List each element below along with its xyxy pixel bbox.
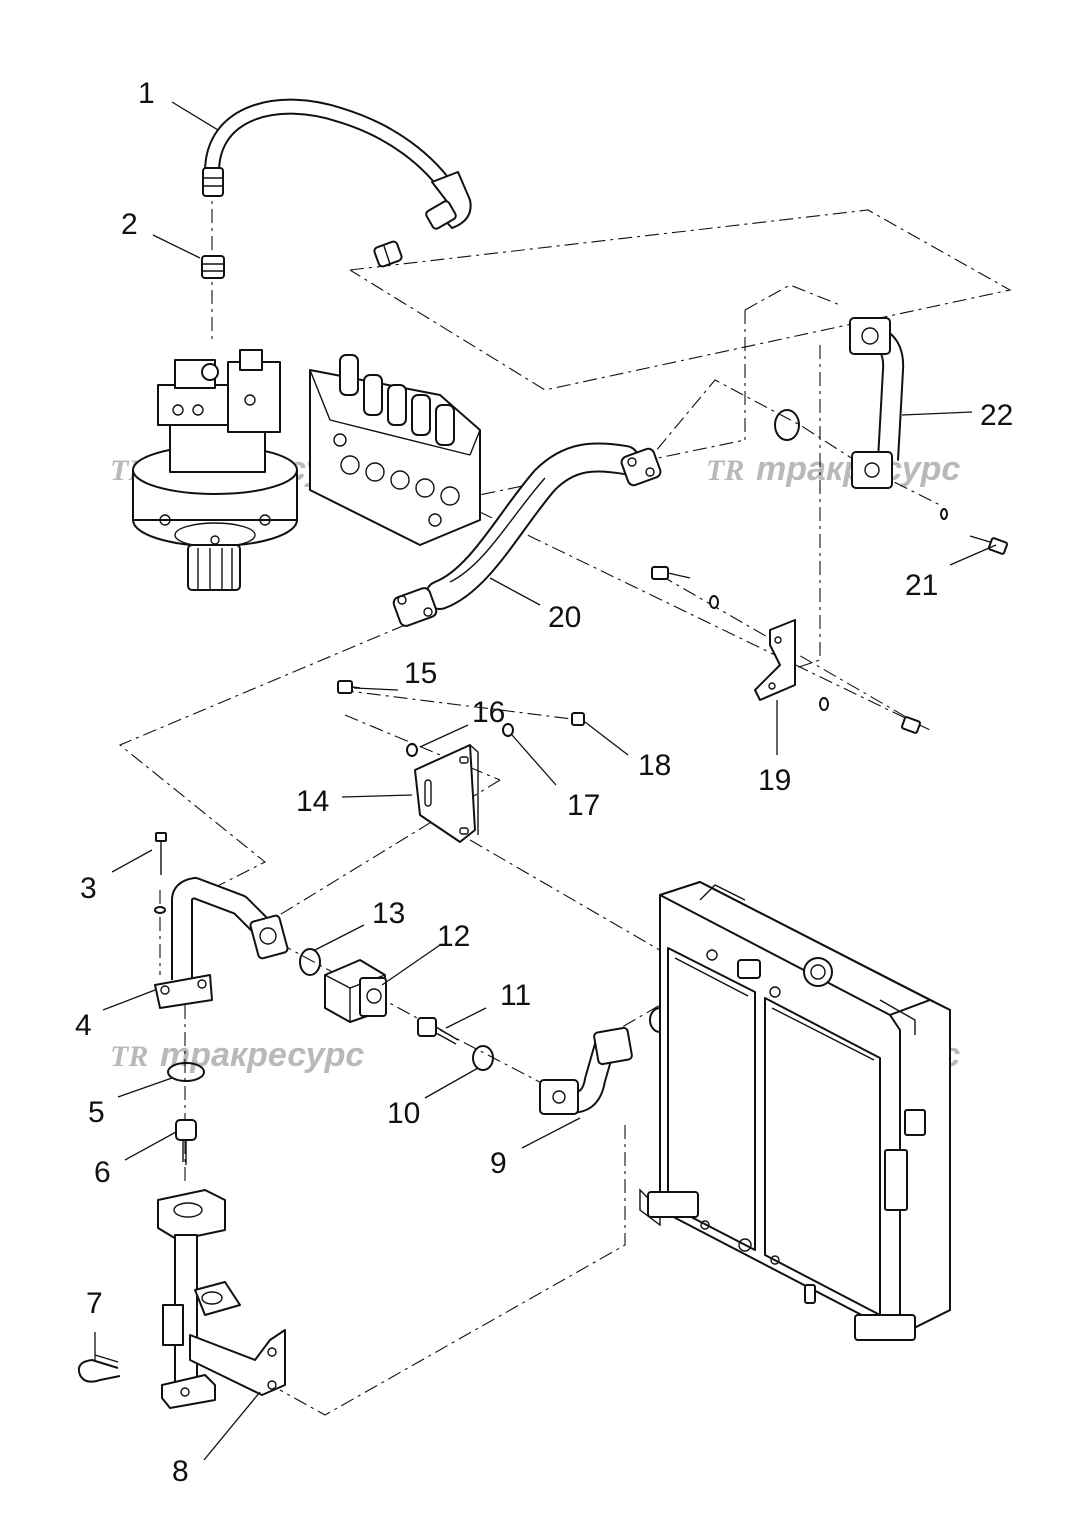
watermark-bottom-left: TR тракресурс	[110, 1036, 364, 1074]
washer-19-bottom	[819, 697, 829, 711]
bracket-19	[754, 619, 796, 701]
callout-5: 5	[88, 1096, 105, 1129]
radiator-cooler	[639, 881, 951, 1341]
callout-12: 12	[437, 920, 470, 953]
callout-13: 13	[372, 897, 405, 930]
o-ring-upper	[774, 409, 800, 441]
control-valve	[309, 354, 481, 546]
bolt-19-top	[651, 566, 691, 580]
elbow-adapter	[373, 240, 403, 268]
washer-3	[154, 906, 166, 914]
o-ring-10	[472, 1045, 494, 1071]
callout-4: 4	[75, 1009, 92, 1042]
nut-18	[571, 712, 585, 726]
callout-15: 15	[404, 657, 437, 690]
callout-17: 17	[567, 789, 600, 822]
bolt-3	[155, 832, 167, 875]
hose-assembly	[202, 98, 472, 230]
callout-19: 19	[758, 764, 791, 797]
bracket-14	[414, 744, 479, 843]
lower-pipe-8	[157, 1189, 286, 1409]
fitting-6	[175, 1119, 197, 1165]
union-fitting	[201, 255, 225, 279]
washer-19-top	[709, 595, 719, 609]
callout-20: 20	[548, 601, 581, 634]
upper-pipe	[849, 317, 905, 489]
callout-22: 22	[980, 399, 1013, 432]
svg-text:TR: TR	[706, 454, 744, 487]
callout-3: 3	[80, 872, 97, 905]
callout-6: 6	[94, 1156, 111, 1189]
leader-lines	[94, 101, 997, 1461]
callout-11: 11	[500, 979, 531, 1012]
svg-text:TR: TR	[110, 1040, 148, 1073]
bolt-19-bottom	[900, 716, 922, 734]
svg-text:тракресурс: тракресурс	[160, 1036, 364, 1074]
callout-21: 21	[905, 569, 938, 602]
callout-9: 9	[490, 1147, 507, 1180]
o-ring-13	[299, 948, 321, 976]
bolt-15	[337, 680, 361, 694]
callout-10: 10	[387, 1097, 420, 1130]
callout-7: 7	[86, 1287, 103, 1320]
bolt-21	[969, 535, 1009, 555]
callout-16: 16	[472, 696, 505, 729]
callout-14: 14	[296, 785, 329, 818]
washer-17	[502, 723, 514, 737]
spacer-block-12	[324, 959, 387, 1023]
swing-motor	[132, 349, 298, 591]
o-ring-5	[167, 1062, 205, 1082]
elbow-9	[539, 1026, 633, 1115]
check-valve-11	[417, 1017, 459, 1045]
large-hose	[392, 442, 662, 627]
washer-16	[406, 743, 418, 757]
watermark-top-right: TR тракресурс	[706, 450, 960, 488]
callout-18: 18	[638, 749, 671, 782]
elbow-pipe-4	[154, 877, 289, 1009]
callout-2: 2	[121, 208, 138, 241]
callout-8: 8	[172, 1455, 189, 1488]
callout-1: 1	[138, 77, 155, 110]
callout-labels: 1 2 3 4 5 6 7 8 9 10 11 12 13 14 15 16 1…	[75, 77, 1013, 1488]
u-clip-7	[77, 1354, 121, 1383]
washer-21	[940, 508, 948, 520]
